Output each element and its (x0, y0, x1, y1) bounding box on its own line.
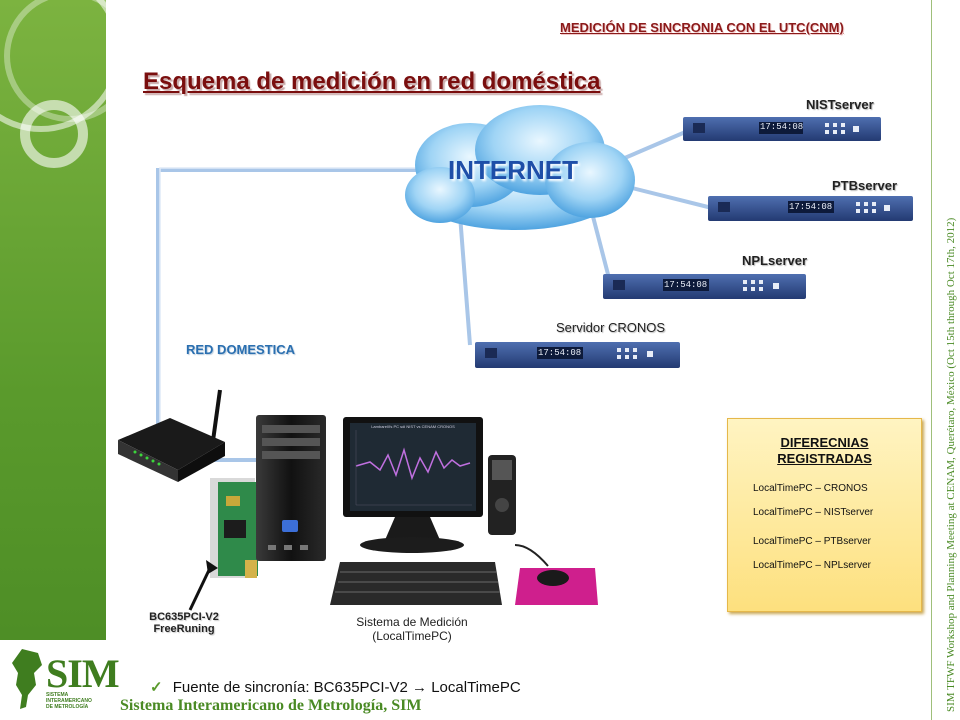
difference-item: LocalTimePC – NPLserver (753, 560, 872, 571)
monitor-icon (343, 417, 483, 553)
sync-source-bullet: ✓ Fuente de sincronía: BC635PCI-V2 → Loc… (150, 678, 521, 696)
server-display-npl: 17:54:08 (664, 280, 708, 290)
speaker-icon (488, 455, 516, 535)
server-label-ptb: PTBserver (832, 178, 898, 193)
server-label-cronos: Servidor CRONOS (556, 320, 666, 335)
sim-logo-text: SIM (46, 651, 120, 696)
server-label-nist: NISTserver (806, 97, 874, 112)
checkmark-icon: ✓ (150, 679, 163, 696)
pci-card-icon (210, 478, 258, 578)
router-icon (118, 389, 225, 482)
system-label-line1: Sistema de Medición (356, 615, 468, 629)
network-diagram (118, 105, 913, 611)
server-nist (683, 117, 881, 141)
sync-source-text: Fuente de sincronía: BC635PCI-V2 → Local… (172, 679, 521, 696)
side-caption: SIM TFWF Workshop and Planning Meeting a… (945, 217, 957, 712)
slide-subtitle: MEDICIÓN DE SINCRONIA CON EL UTC(CNM) (560, 20, 844, 35)
server-display-ptb: 17:54:08 (789, 202, 833, 212)
difference-item: LocalTimePC – CRONOS (753, 483, 868, 494)
footer-org: Sistema Interamericano de Metrología, SI… (120, 697, 422, 714)
server-display-nist: 17:54:08 (760, 122, 804, 132)
pc-tower-icon (256, 415, 326, 561)
home-network-label: RED DOMESTICA (186, 342, 296, 357)
mousepad-icon (514, 544, 598, 605)
differences-title: DIFERECNIAS REGISTRADAS (728, 435, 921, 467)
decorative-ring-small (20, 100, 88, 168)
server-cronos (475, 342, 680, 368)
differences-box: DIFERECNIAS REGISTRADAS LocalTimePC – CR… (727, 418, 922, 612)
internet-cloud (405, 105, 635, 230)
sim-logo-subtext: SISTEMA INTERAMERICANO DE METROLOGÍA (46, 692, 92, 710)
right-divider (931, 0, 932, 720)
internet-label: INTERNET (448, 155, 578, 185)
server-display-cronos: 17:54:08 (538, 348, 582, 358)
server-label-npl: NPLserver (742, 253, 808, 268)
card-label-line1: BC635PCI-V2 (149, 611, 219, 623)
card-label: BC635PCI-V2 FreeRuning (138, 611, 230, 635)
sim-logo-icon (12, 649, 42, 709)
card-arrow-icon (188, 560, 218, 611)
difference-item: LocalTimePC – NISTserver (753, 507, 874, 518)
slide-title: Esquema de medición en red doméstica (143, 68, 601, 95)
differences-title-line2: REGISTRADAS (777, 451, 872, 466)
system-label-line2: (LocalTimePC) (372, 629, 452, 643)
differences-title-line1: DIFERECNIAS (780, 435, 869, 450)
server-ptb (708, 196, 913, 221)
card-label-line2: FreeRuning (153, 623, 215, 635)
difference-item: LocalTimePC – PTBserver (753, 536, 871, 547)
keyboard-icon (330, 562, 502, 605)
server-npl (603, 274, 806, 299)
system-label: Sistema de Medición (LocalTimePC) (332, 615, 492, 643)
monitor-plot-title: Lambarelli's PC sdi NIST vs CENAM CRONOS (371, 424, 455, 429)
